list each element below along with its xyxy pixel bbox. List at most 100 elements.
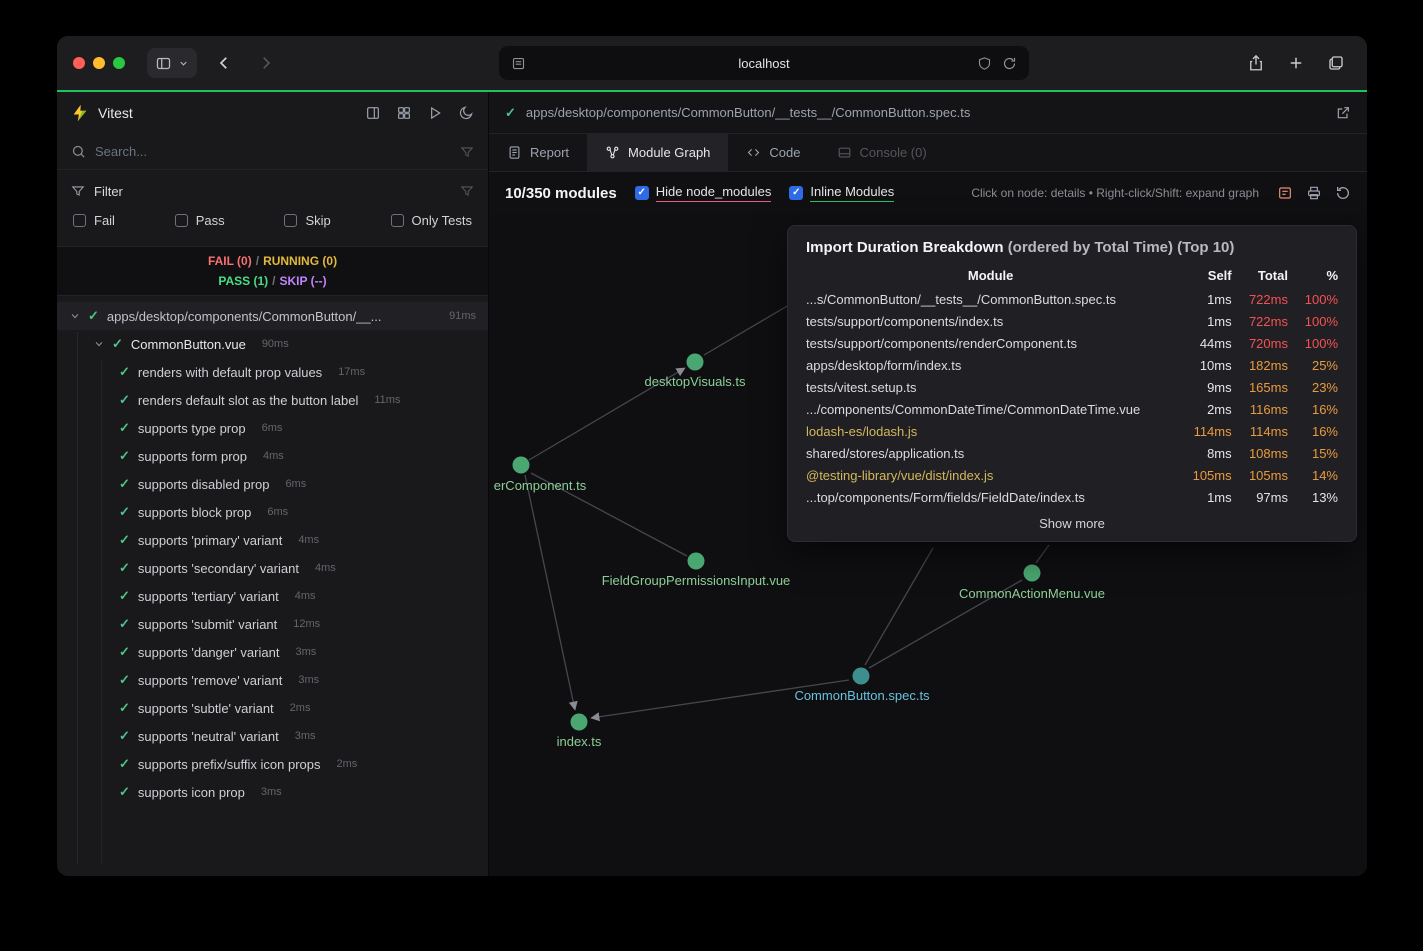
- sidebar-toggle-control[interactable]: [147, 48, 197, 78]
- module-graph-canvas[interactable]: desktopVisuals.ts erComponent.ts FieldGr…: [489, 214, 1367, 876]
- chevron-down-icon[interactable]: [94, 339, 104, 349]
- file-name: apps/desktop/components/CommonButton/__.…: [106, 308, 382, 324]
- share-icon[interactable]: [1247, 54, 1265, 72]
- filter-options-icon[interactable]: [460, 184, 474, 198]
- table-row[interactable]: tests/support/components/index.ts 1ms 72…: [806, 314, 1338, 329]
- graph-node-label[interactable]: erComponent.ts: [493, 478, 587, 493]
- search-bar: [57, 134, 488, 170]
- chevron-down-icon[interactable]: [70, 311, 80, 321]
- graph-node-label[interactable]: desktopVisuals.ts: [644, 374, 746, 389]
- pass-check-icon: [119, 392, 130, 408]
- file-duration: 91ms: [449, 310, 476, 322]
- tab-module-graph[interactable]: Module Graph: [587, 134, 729, 171]
- new-tab-icon[interactable]: [1287, 54, 1305, 72]
- hide-node-modules-label: Hide node_modules: [655, 184, 772, 202]
- graph-node-label[interactable]: CommonButton.spec.ts: [794, 688, 930, 703]
- graph-node[interactable]: [687, 552, 705, 570]
- run-all-icon[interactable]: [427, 105, 443, 121]
- show-more-button[interactable]: Show more: [1039, 516, 1105, 531]
- legend-icon[interactable]: [1277, 185, 1293, 201]
- filter-checkboxes: Fail Pass Skip Only Tests: [57, 206, 488, 234]
- table-row[interactable]: ...s/CommonButton/__tests__/CommonButton…: [806, 292, 1338, 307]
- graph-node[interactable]: [570, 713, 588, 731]
- table-row[interactable]: ...top/components/Form/fields/FieldDate/…: [806, 490, 1338, 505]
- close-window-button[interactable]: [73, 57, 85, 69]
- checked-checkbox-icon: [634, 186, 649, 200]
- duration-table: Module Self Total % ...s/CommonButton/__…: [806, 265, 1338, 509]
- running-count: RUNNING (0): [263, 254, 338, 268]
- forward-button[interactable]: [251, 54, 281, 72]
- inline-modules-toggle[interactable]: Inline Modules: [789, 184, 895, 202]
- graph-node[interactable]: [512, 456, 530, 474]
- table-row[interactable]: tests/vitest.setup.ts 9ms 165ms 23%: [806, 380, 1338, 395]
- status-line-1: FAIL (0)/RUNNING (0): [207, 254, 338, 268]
- dashboard-icon[interactable]: [396, 105, 412, 121]
- table-row[interactable]: @testing-library/vue/dist/index.js 105ms…: [806, 468, 1338, 483]
- fail-label: Fail: [94, 212, 115, 228]
- graph-node-root[interactable]: [852, 667, 870, 685]
- pass-check-icon: [119, 644, 130, 660]
- checkbox-pass[interactable]: Pass: [174, 213, 225, 228]
- search-input[interactable]: [95, 144, 451, 159]
- report-icon: [507, 145, 522, 160]
- graph-node-label[interactable]: CommonActionMenu.vue: [959, 586, 1105, 601]
- reset-graph-icon[interactable]: [1335, 185, 1351, 201]
- pass-check-icon: [119, 448, 130, 464]
- test-name: supports 'danger' variant: [137, 644, 280, 660]
- clear-filter-icon[interactable]: [460, 145, 474, 159]
- graph-node[interactable]: [1023, 564, 1041, 582]
- minimize-window-button[interactable]: [93, 57, 105, 69]
- graph-node-label[interactable]: FieldGroupPermissionsInput.vue: [601, 573, 791, 588]
- panels-icon[interactable]: [365, 105, 381, 121]
- table-row[interactable]: shared/stores/application.ts 8ms 108ms 1…: [806, 446, 1338, 461]
- graph-node-label[interactable]: index.ts: [556, 734, 602, 749]
- checkbox-fail[interactable]: Fail: [73, 213, 115, 228]
- test-row[interactable]: supports 'danger' variant 3ms: [57, 638, 488, 666]
- reader-icon[interactable]: [511, 56, 526, 71]
- table-row[interactable]: lodash-es/lodash.js 114ms 114ms 16%: [806, 424, 1338, 439]
- skip-count: SKIP (--): [279, 274, 327, 288]
- tree-suite-row[interactable]: CommonButton.vue 90ms: [57, 330, 488, 358]
- checkbox-only-tests[interactable]: Only Tests: [390, 213, 472, 228]
- graph-node[interactable]: [686, 353, 704, 371]
- export-print-icon[interactable]: [1306, 185, 1322, 201]
- tab-report[interactable]: Report: [489, 134, 587, 171]
- tab-overview-icon[interactable]: [1327, 54, 1345, 72]
- table-row[interactable]: .../components/CommonDateTime/CommonDate…: [806, 402, 1338, 417]
- tree-file-row[interactable]: apps/desktop/components/CommonButton/__.…: [57, 302, 488, 330]
- filter-section-header: Filter: [57, 176, 488, 206]
- tab-console[interactable]: Console (0): [819, 134, 945, 171]
- test-duration: 4ms: [314, 562, 336, 574]
- reload-icon[interactable]: [1002, 56, 1017, 71]
- col-pct: %: [1326, 268, 1338, 283]
- pass-check-icon: [119, 672, 130, 688]
- test-row[interactable]: renders default slot as the button label…: [57, 386, 488, 414]
- pass-checkbox-box: [174, 213, 188, 227]
- open-in-editor-icon[interactable]: [1335, 105, 1351, 121]
- test-duration: 3ms: [295, 646, 317, 658]
- hide-node-modules-toggle[interactable]: Hide node_modules: [634, 184, 772, 202]
- address-bar[interactable]: localhost: [499, 46, 1029, 80]
- table-row[interactable]: apps/desktop/form/index.ts 10ms 182ms 25…: [806, 358, 1338, 373]
- back-button[interactable]: [209, 54, 239, 72]
- table-row[interactable]: tests/support/components/renderComponent…: [806, 336, 1338, 351]
- dark-mode-icon[interactable]: [458, 105, 474, 121]
- privacy-report-icon[interactable]: [977, 56, 992, 71]
- checkbox-skip[interactable]: Skip: [284, 213, 331, 228]
- tab-code[interactable]: Code: [728, 134, 818, 171]
- zoom-window-button[interactable]: [113, 57, 125, 69]
